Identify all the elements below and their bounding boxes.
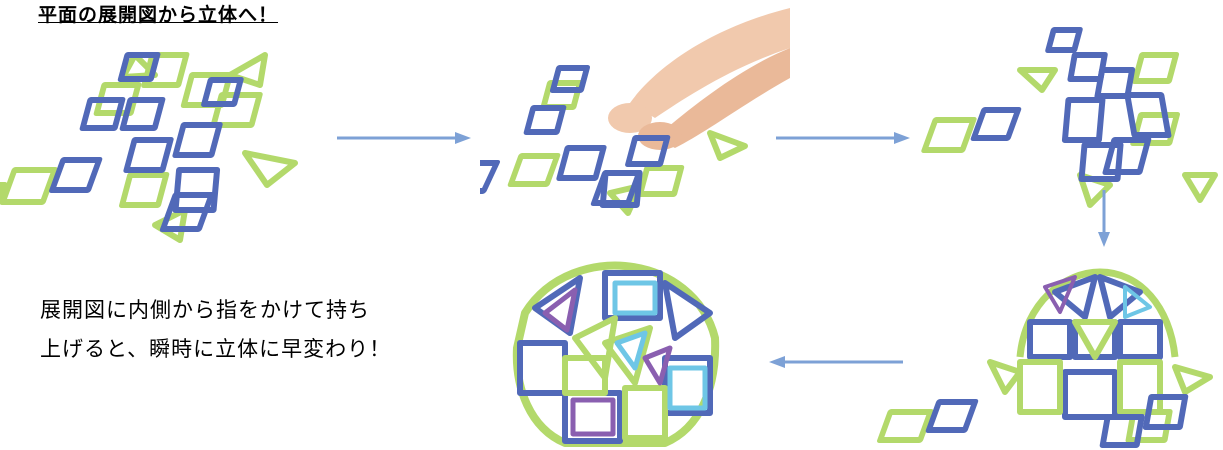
arrow-down-icon [1098, 190, 1110, 247]
partly-raised-illustration [921, 27, 1218, 208]
page-title: 平面の展開図から立体へ！ [38, 4, 279, 26]
completed-solid-illustration [512, 261, 720, 447]
description: 展開図に内側から指をかけて持ち 上げると、瞬時に立体に早変わり！ [40, 291, 391, 369]
arrow-right-icon [337, 132, 471, 144]
description-line-2: 上げると、瞬時に立体に早変わり！ [40, 337, 392, 361]
half-dome-illustration [877, 268, 1213, 448]
flat-net-illustration [0, 52, 298, 243]
arrow-right-icon [776, 132, 910, 144]
description-line-1: 展開図に内側から指をかけて持ち [40, 298, 370, 322]
hands-lifting-illustration [396, 8, 795, 218]
arrow-left-icon [769, 356, 903, 368]
